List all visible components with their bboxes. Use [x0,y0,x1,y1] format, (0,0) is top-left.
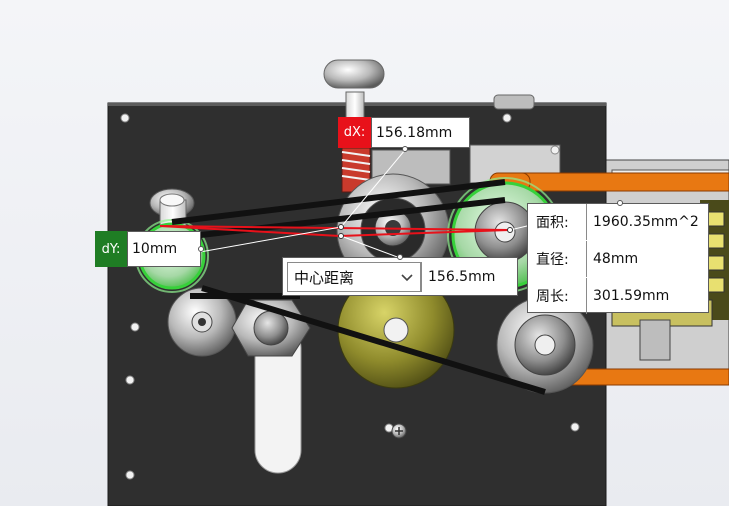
yellow-roller [337,271,455,389]
area-label: 面积: [536,215,569,231]
dx-label: dX: [338,117,371,148]
dy-value: 10mm [127,231,201,267]
center-distance-callout: 中心距离 156.5mm [282,257,518,296]
diameter-row: 直径: 48mm [528,241,708,277]
measurement-lines [159,149,621,259]
dx-callout[interactable]: dX: 156.18mm [338,117,470,148]
dx-handle[interactable] [402,146,408,152]
distance-mode-select[interactable]: 中心距离 [287,262,421,292]
dx-value: 156.18mm [371,117,470,148]
dy-label: dY: [95,231,127,267]
center-distance-value: 156.5mm [421,262,513,292]
properties-callout[interactable]: 面积: 1960.35mm^2 直径: 48mm 周长: 301.59mm [527,203,709,314]
orange-belt [489,172,729,386]
perimeter-label: 周长: [536,289,569,305]
dy-handle[interactable] [198,246,204,252]
distance-mode-label: 中心距离 [294,268,355,287]
area-value: 1960.35mm^2 [586,204,708,240]
screw-icon [391,423,407,439]
black-belt [171,179,546,395]
properties-handle[interactable] [617,200,623,206]
perimeter-row: 周长: 301.59mm [528,278,708,314]
perimeter-value: 301.59mm [586,278,708,314]
plate-holes [120,113,580,480]
area-row: 面积: 1960.35mm^2 [528,204,708,240]
dy-callout[interactable]: dY: 10mm [95,231,201,267]
diameter-value: 48mm [586,241,708,277]
diameter-label: 直径: [536,252,569,268]
center-handle[interactable] [397,254,403,260]
chevron-down-icon [401,274,413,282]
